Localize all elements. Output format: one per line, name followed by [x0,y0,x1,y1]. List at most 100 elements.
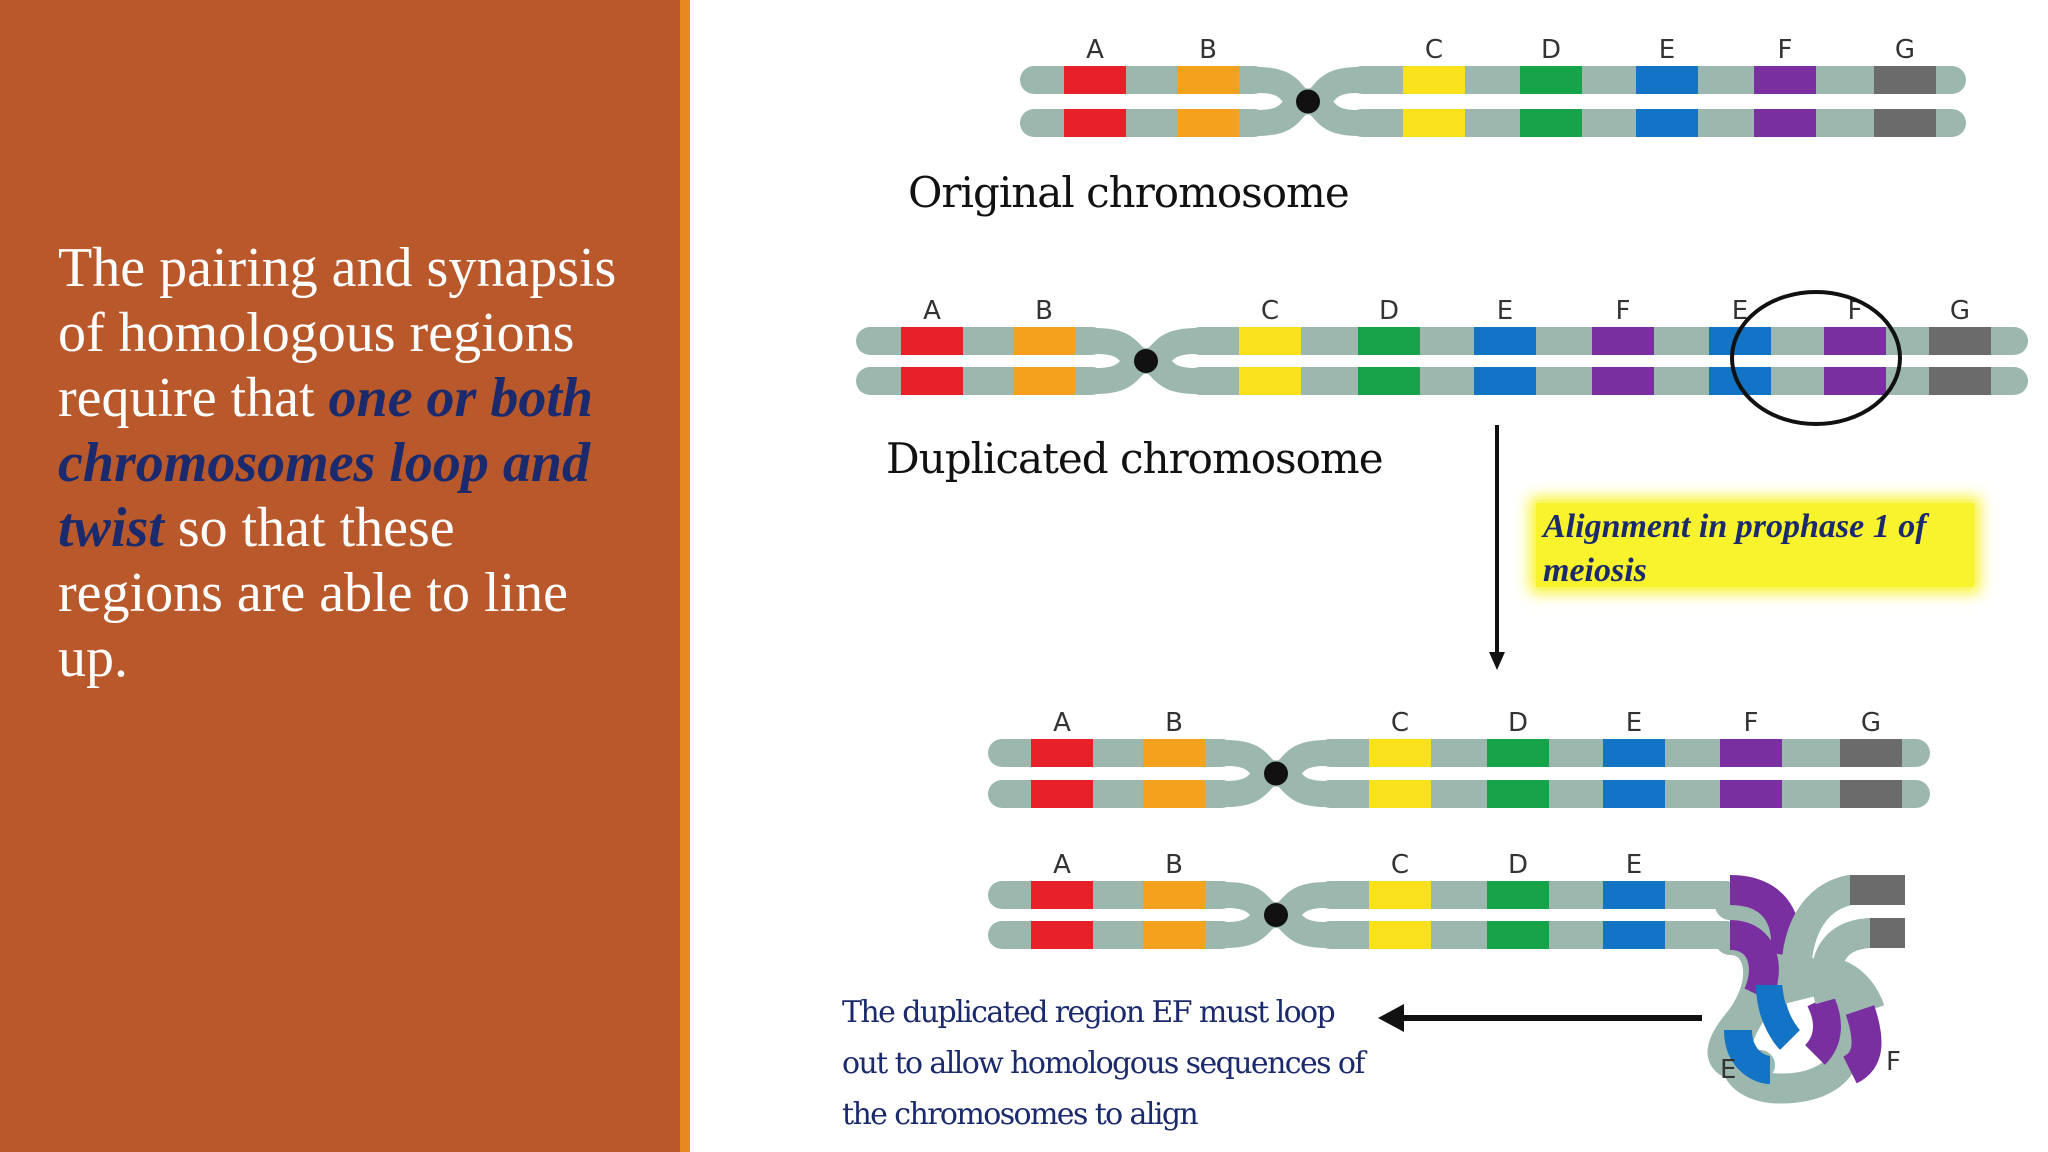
gene-band-a [1031,921,1093,949]
gene-band-a [1064,109,1126,137]
left-panel [0,0,686,1152]
gene-band-d [1520,66,1582,94]
gene-band-c [1369,739,1431,767]
gene-band-e [1603,921,1665,949]
gene-band-g [1929,367,1991,395]
gene-band-b [1177,109,1239,137]
gene-band-g [1840,739,1902,767]
gene-band-f [1824,367,1886,395]
slide-body-text: The pairing and synapsis of homologous r… [58,236,618,691]
gene-band-c [1369,881,1431,909]
gene-band-a [901,327,963,355]
gene-label: A [1053,850,1071,880]
gene-band-e [1474,327,1536,355]
loop-note: The duplicated region EF must loop out t… [842,995,1365,1132]
gene-label: E [1659,35,1675,65]
gene-band-f [1754,109,1816,137]
gene-band-c [1239,327,1301,355]
chromosome-original: A B C D E F G [1020,35,1966,137]
alignment-callout: Alignment in prophase 1 of meiosis [1543,508,1927,589]
gene-band-c [1369,921,1431,949]
gene-label: C [1391,850,1409,880]
gene-label: G [1950,296,1970,326]
gene-band-g [1840,780,1902,808]
gene-band-f [1754,66,1816,94]
gene-band-c [1369,780,1431,808]
gene-band-d [1487,921,1549,949]
gene-label: F [1616,296,1631,326]
gene-band-e [1603,780,1665,808]
gene-band-f [1720,739,1782,767]
gene-label: D [1508,850,1528,880]
gene-band-f [1720,780,1782,808]
gene-band-e [1709,367,1771,395]
gene-band-f [1824,327,1886,355]
down-arrow-head [1489,652,1505,670]
left-arrow-head [1378,1004,1404,1032]
loop-label-e: E [1720,1055,1736,1085]
gene-label: E [1626,708,1642,738]
gene-band-a [901,367,963,395]
gene-label: E [1626,850,1642,880]
gene-band-b [1143,881,1205,909]
gene-band-d [1520,109,1582,137]
centromere-dot [1296,89,1320,114]
centromere-dot [1264,903,1288,927]
gene-band-b [1177,66,1239,94]
duplicated-chromosome-title: Duplicated chromosome [886,434,1384,483]
gene-band-a [1031,780,1093,808]
gene-band-e [1474,367,1536,395]
gene-band-g [1874,66,1936,94]
gene-band-a [1031,739,1093,767]
gene-band-g [1929,327,1991,355]
gene-band-d [1487,739,1549,767]
gene-label: C [1391,708,1409,738]
gene-band-b [1013,327,1075,355]
gene-band-a [1031,881,1093,909]
gene-label: G [1895,35,1915,65]
gene-label: B [1165,708,1183,738]
gene-label: B [1165,850,1183,880]
gene-band-b [1143,780,1205,808]
gene-label: F [1778,35,1793,65]
gene-band-b [1143,739,1205,767]
gene-label: A [923,296,941,326]
gene-band-d [1487,881,1549,909]
gene-label: F [1744,708,1759,738]
slide-text-part1: The pairing and synapsis of homologous r… [58,237,617,429]
gene-band-g [1874,109,1936,137]
gene-band-c [1403,109,1465,137]
loop-label-f: F [1886,1047,1901,1077]
gene-label: B [1199,35,1217,65]
gene-band-d [1358,367,1420,395]
original-chromosome-title: Original chromosome [908,168,1350,217]
gene-label: F [1848,296,1863,326]
gene-band-e [1636,66,1698,94]
gene-band-d [1358,327,1420,355]
gene-label: D [1541,35,1561,65]
gene-band-f [1592,367,1654,395]
gene-band-e [1603,739,1665,767]
gene-band-d [1487,780,1549,808]
slide-text-part2: so that these regions are able to line u… [58,497,569,689]
gene-label: C [1261,296,1279,326]
chromosome-aligned-original: A B C D E F G [988,708,1930,808]
gene-band-a [1064,66,1126,94]
gene-band-f [1592,327,1654,355]
gene-label: A [1086,35,1104,65]
gene-label: A [1053,708,1071,738]
gene-label: D [1379,296,1399,326]
gene-label: C [1425,35,1443,65]
gene-band-e [1636,109,1698,137]
gene-band-c [1239,367,1301,395]
gene-label: D [1508,708,1528,738]
gene-label: B [1035,296,1053,326]
gene-band-c [1403,66,1465,94]
gene-band-b [1143,921,1205,949]
accent-bar [680,0,690,1152]
gene-label: G [1861,708,1881,738]
callout-highlight [1536,503,1974,587]
